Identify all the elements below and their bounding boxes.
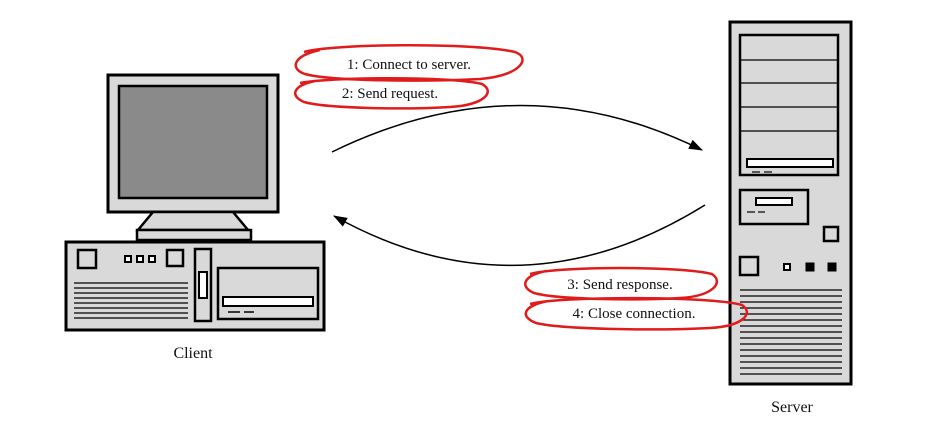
reset-button: [165, 248, 185, 268]
monitor-screen: [117, 84, 269, 200]
server-floppy-slot: [755, 197, 793, 206]
led-1: [124, 255, 132, 263]
server-tower-icon: [728, 20, 853, 386]
power-button: [76, 248, 98, 270]
monitor-neck: [135, 210, 251, 232]
client-vent-lines: [74, 282, 188, 319]
client-drive-bay: [216, 266, 320, 321]
step-4-highlight: [524, 296, 748, 331]
step-4-label: 4: Close connection.: [573, 306, 696, 322]
server-side-button: [822, 225, 840, 243]
server-drive-slot-1: [746, 158, 834, 168]
step-3: 3: Send response.: [524, 266, 718, 301]
led-3: [148, 255, 156, 263]
step-1-highlight: [294, 43, 524, 82]
client-caption: Client: [173, 345, 213, 362]
server-floppy-bay: [738, 188, 810, 226]
response-arrow: [333, 204, 706, 267]
step-1-label: 1: Connect to server.: [347, 57, 471, 73]
server-bay-panel: [738, 33, 840, 177]
step-3-label: 3: Send response.: [567, 277, 672, 293]
server-vent-lines: [740, 289, 842, 375]
step-1: 1: Connect to server.: [294, 43, 524, 82]
step-2: 2: Send request.: [294, 77, 489, 110]
step-4: 4: Close connection.: [524, 296, 748, 331]
server-power-button: [738, 255, 760, 277]
led-2: [136, 255, 144, 263]
server-caption: Server: [771, 399, 813, 416]
client-drive-slot: [222, 296, 314, 307]
client-computer-icon: [64, 73, 326, 332]
request-arrow: [331, 104, 703, 153]
monitor-base: [135, 228, 253, 242]
step-2-label: 2: Send request.: [342, 86, 438, 102]
vertical-bay-slot: [198, 271, 208, 299]
step-2-highlight: [294, 77, 489, 110]
